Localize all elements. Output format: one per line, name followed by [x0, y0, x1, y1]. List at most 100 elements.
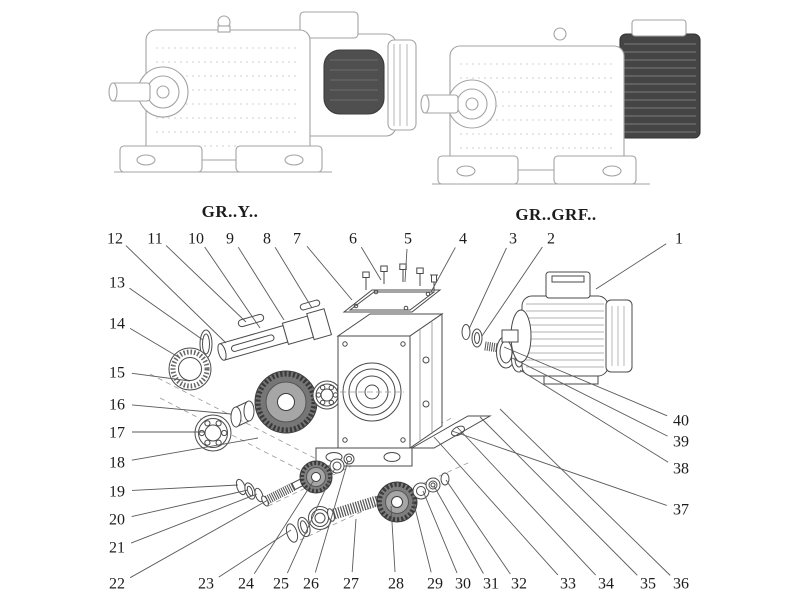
gearbox-left-view [108, 15, 332, 173]
gear-stage1 [254, 370, 318, 434]
gear-stage2 [299, 460, 333, 494]
bolt-icon [380, 265, 388, 284]
motor-left-view [295, 11, 417, 137]
leader-line-25 [286, 467, 336, 574]
assembled-view-gr-grf [420, 19, 701, 185]
leader-line-16 [131, 404, 232, 415]
lower-retainers [412, 472, 450, 500]
callout-13: 13 [109, 275, 125, 292]
leader-line-30 [422, 490, 458, 574]
leader-line-27 [351, 518, 357, 573]
assembled-view-gr-y [108, 11, 417, 173]
callout-30: 30 [455, 576, 471, 593]
shim-washers [235, 478, 264, 503]
callout-7: 7 [293, 231, 301, 248]
leader-line-26 [314, 460, 349, 573]
callout-38: 38 [673, 461, 689, 478]
leader-line-24 [253, 479, 315, 575]
callout-39: 39 [673, 434, 689, 451]
output-shaft-left-view [111, 82, 151, 102]
callout-14: 14 [109, 316, 125, 333]
output-shaft [217, 299, 333, 361]
leader-line-34 [456, 426, 596, 576]
input-washers [461, 324, 483, 348]
leader-line-21 [130, 493, 258, 544]
motor-body-dark [323, 49, 385, 115]
bushing [230, 400, 255, 428]
callout-1: 1 [675, 231, 683, 248]
leader-line-6 [360, 246, 382, 281]
leader-line-37 [451, 430, 667, 506]
bearing-output [194, 414, 232, 452]
leader-line-36 [499, 408, 671, 576]
leader-line-5 [404, 248, 408, 283]
callout-34: 34 [598, 576, 614, 593]
leader-line-18 [131, 437, 259, 461]
callout-27: 27 [343, 576, 359, 593]
callout-4: 4 [459, 231, 467, 248]
leader-line-19 [131, 484, 239, 491]
callout-6: 6 [349, 231, 357, 248]
bearing-intermediate [312, 380, 342, 410]
leader-line-23 [218, 529, 292, 578]
callout-32: 32 [511, 576, 527, 593]
callout-20: 20 [109, 512, 125, 529]
gearbox-housing [315, 313, 492, 467]
callout-12: 12 [107, 231, 123, 248]
shaft-key-outer [237, 313, 265, 328]
leader-line-33 [433, 436, 559, 576]
oil-seal-ring [199, 329, 213, 359]
model-label-gr-y: GR..Y.. [201, 202, 259, 221]
callout-28: 28 [388, 576, 404, 593]
motor-terminal-box [545, 271, 591, 299]
bolt-icon [362, 271, 370, 290]
leader-line-12 [125, 245, 227, 344]
callout-22: 22 [109, 576, 125, 593]
callout-16: 16 [109, 397, 125, 414]
callout-37: 37 [673, 502, 689, 519]
motor-shaft-stub [501, 329, 519, 343]
callout-40: 40 [673, 413, 689, 430]
leader-line-15 [131, 372, 191, 382]
leader-line-35 [479, 416, 638, 576]
callout-33: 33 [560, 576, 576, 593]
gear-output-stage [376, 481, 418, 523]
motor [501, 271, 633, 385]
callout-18: 18 [109, 455, 125, 472]
leader-line-11 [165, 245, 247, 323]
model-label-gr-grf: GR..GRF.. [515, 205, 597, 224]
exploded-view [149, 263, 633, 543]
callout-8: 8 [263, 231, 271, 248]
breather-plug [430, 274, 438, 291]
callout-9: 9 [226, 231, 234, 248]
callout-24: 24 [238, 576, 254, 593]
leader-line-4 [430, 247, 456, 293]
leader-line-32 [445, 479, 511, 575]
leader-line-20 [131, 489, 249, 518]
leader-line-2 [481, 246, 543, 337]
lower-washers [285, 516, 311, 543]
callout-10: 10 [188, 231, 204, 248]
callout-5: 5 [404, 231, 412, 248]
callout-36: 36 [673, 576, 689, 593]
leader-line-31 [433, 485, 484, 574]
callout-23: 23 [198, 576, 214, 593]
retaining-rings [329, 453, 355, 474]
leader-line-9 [237, 246, 285, 321]
callout-35: 35 [640, 576, 656, 593]
callout-11: 11 [147, 231, 162, 248]
callout-19: 19 [109, 484, 125, 501]
leader-line-7 [306, 245, 353, 301]
motor-fan-cover [605, 299, 633, 373]
shaft-collar-ring [168, 347, 212, 391]
motor-finned-dark [619, 19, 701, 139]
callout-21: 21 [109, 540, 125, 557]
callout-2: 2 [547, 231, 555, 248]
keyway-slot [230, 334, 275, 352]
eyebolt-icon [553, 27, 567, 41]
leader-line-38 [519, 369, 669, 463]
leader-line-28 [390, 505, 396, 573]
leader-line-29 [411, 495, 432, 573]
leader-line-14 [129, 327, 181, 359]
